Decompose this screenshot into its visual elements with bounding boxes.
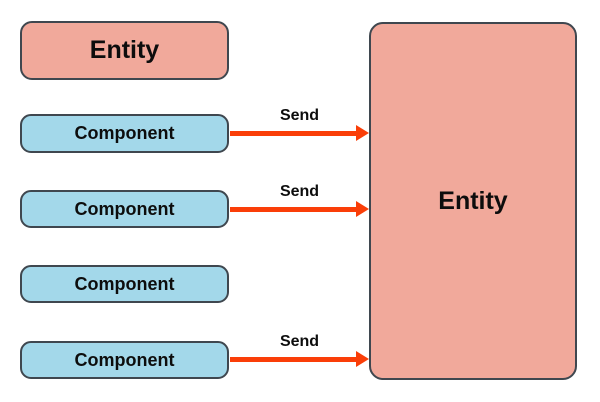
component-3-label: Component	[74, 273, 175, 294]
arrow-head-icon	[356, 125, 369, 141]
component-2-label: Component	[74, 198, 175, 219]
entity-main-node: Entity	[369, 22, 577, 380]
component-node-2: Component	[20, 190, 229, 228]
send-arrow-1: Send	[230, 106, 369, 141]
component-node-1: Component	[20, 114, 229, 153]
component-1-label: Component	[74, 123, 175, 143]
send-arrow-2-label: Send	[279, 183, 320, 200]
arrow-shaft	[230, 206, 357, 212]
component-node-3: Component	[20, 265, 229, 303]
send-arrow-3-label: Send	[279, 333, 320, 350]
entity-top-label: Entity	[89, 36, 160, 64]
component-node-4: Component	[20, 341, 229, 379]
send-arrow-3: Send	[230, 332, 369, 367]
send-arrow-2: Send	[230, 182, 369, 217]
arrow-shaft	[230, 130, 357, 136]
entity-top-node: Entity	[20, 21, 229, 80]
arrow-shaft	[230, 356, 357, 362]
arrow-head-icon	[356, 201, 369, 217]
entity-main-label: Entity	[438, 186, 508, 215]
arrow-head-icon	[356, 351, 369, 367]
send-arrow-1-label: Send	[279, 107, 320, 124]
component-4-label: Component	[74, 349, 175, 370]
